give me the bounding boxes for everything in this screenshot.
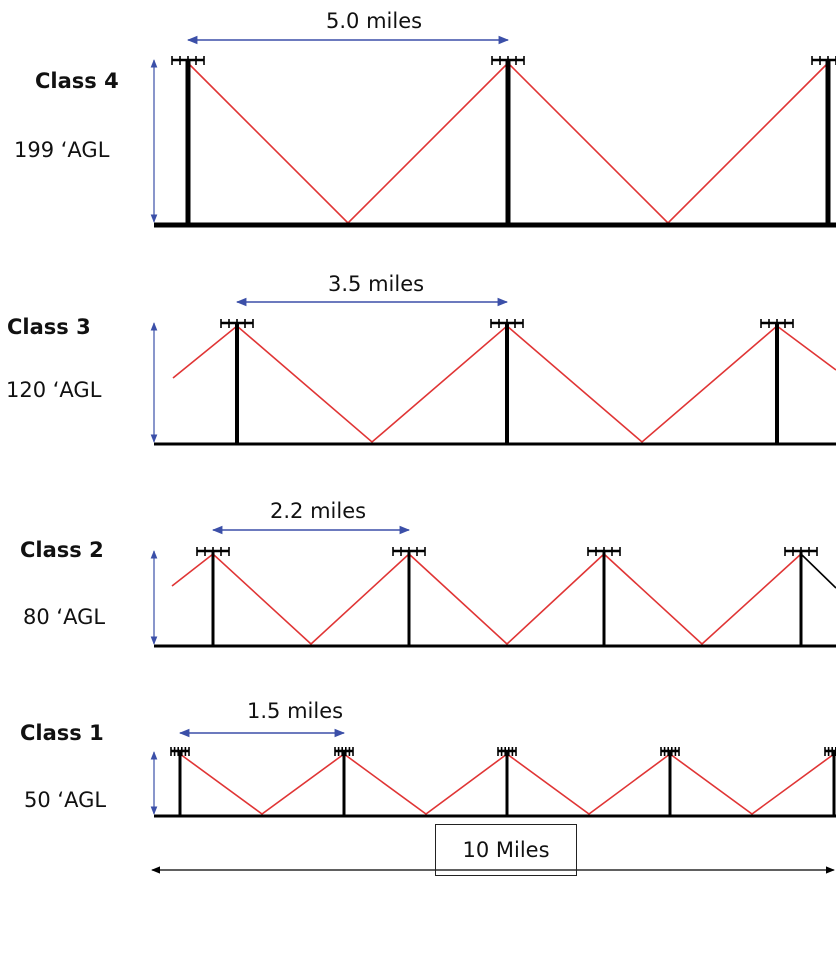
class-3-spacing-label: 3.5 miles xyxy=(328,272,424,296)
class-2-conductor-line xyxy=(171,552,802,646)
class-2-conductor-end xyxy=(800,553,836,589)
class-4-height-label: 199 ‘AGL xyxy=(14,138,110,162)
class-4-label: Class 4 xyxy=(35,69,119,93)
class-1-height-label: 50 ‘AGL xyxy=(24,788,106,812)
total-span-box: 10 Miles xyxy=(435,824,577,876)
total-span-label: 10 Miles xyxy=(462,838,550,862)
class-3-label: Class 3 xyxy=(7,315,91,339)
class-2-spacing-label: 2.2 miles xyxy=(270,499,366,523)
class-3-height-label: 120 ‘AGL xyxy=(6,378,102,402)
class-1-label: Class 1 xyxy=(20,721,104,745)
class-3-conductor-line xyxy=(172,324,836,444)
class-2-height-label: 80 ‘AGL xyxy=(23,605,105,629)
class-2-label: Class 2 xyxy=(20,538,104,562)
class-1-spacing-label: 1.5 miles xyxy=(247,699,343,723)
class-4-spacing-label: 5.0 miles xyxy=(326,9,422,33)
